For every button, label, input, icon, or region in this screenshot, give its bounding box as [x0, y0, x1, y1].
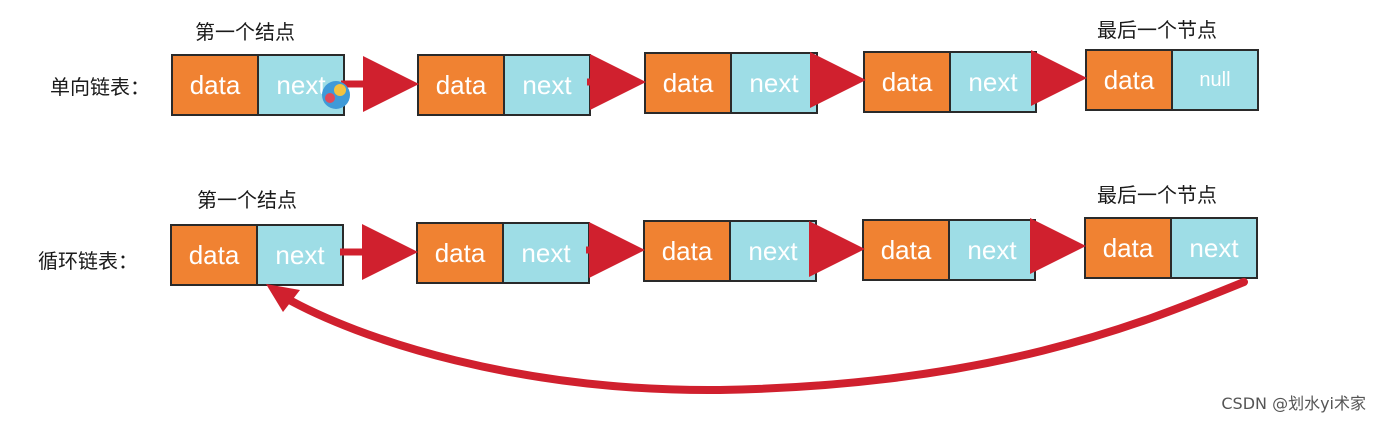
- singly-node-3: data next: [644, 52, 818, 114]
- watermark: CSDN @划水yi术家: [1221, 394, 1366, 413]
- circular-node-4: data next: [862, 219, 1036, 281]
- next-field: next: [258, 226, 342, 284]
- singly-node-5: data null: [1085, 49, 1259, 111]
- first-node-caption: 第一个结点: [195, 20, 295, 44]
- next-field: next: [950, 221, 1034, 279]
- data-field: data: [419, 56, 505, 114]
- last-node-caption: 最后一个节点: [1097, 183, 1217, 207]
- data-field: data: [173, 56, 259, 114]
- circular-node-2: data next: [416, 222, 590, 284]
- data-field: data: [1087, 51, 1173, 109]
- arrow-circular-return-head: [266, 284, 300, 312]
- next-field: next: [731, 222, 815, 280]
- data-field: data: [645, 222, 731, 280]
- data-field: data: [1086, 219, 1172, 277]
- singly-node-1: data next: [171, 54, 345, 116]
- next-field: next: [1172, 219, 1256, 277]
- data-field: data: [865, 53, 951, 111]
- data-field: data: [646, 54, 732, 112]
- data-field: data: [418, 224, 504, 282]
- circular-node-1: data next: [170, 224, 344, 286]
- circular-list-label: 循环链表：: [38, 249, 138, 273]
- data-field: data: [172, 226, 258, 284]
- circular-node-3: data next: [643, 220, 817, 282]
- last-node-caption: 最后一个节点: [1097, 18, 1217, 42]
- next-field: next: [732, 54, 816, 112]
- next-field: next: [505, 56, 589, 114]
- singly-node-2: data next: [417, 54, 591, 116]
- singly-list-label: 单向链表：: [50, 75, 150, 99]
- first-node-caption: 第一个结点: [197, 188, 297, 212]
- cursor-icon: [322, 81, 350, 109]
- data-field: data: [864, 221, 950, 279]
- null-field: null: [1173, 51, 1257, 109]
- arrow-circular-return: [280, 278, 1248, 395]
- next-field: next: [951, 53, 1035, 111]
- next-field: next: [504, 224, 588, 282]
